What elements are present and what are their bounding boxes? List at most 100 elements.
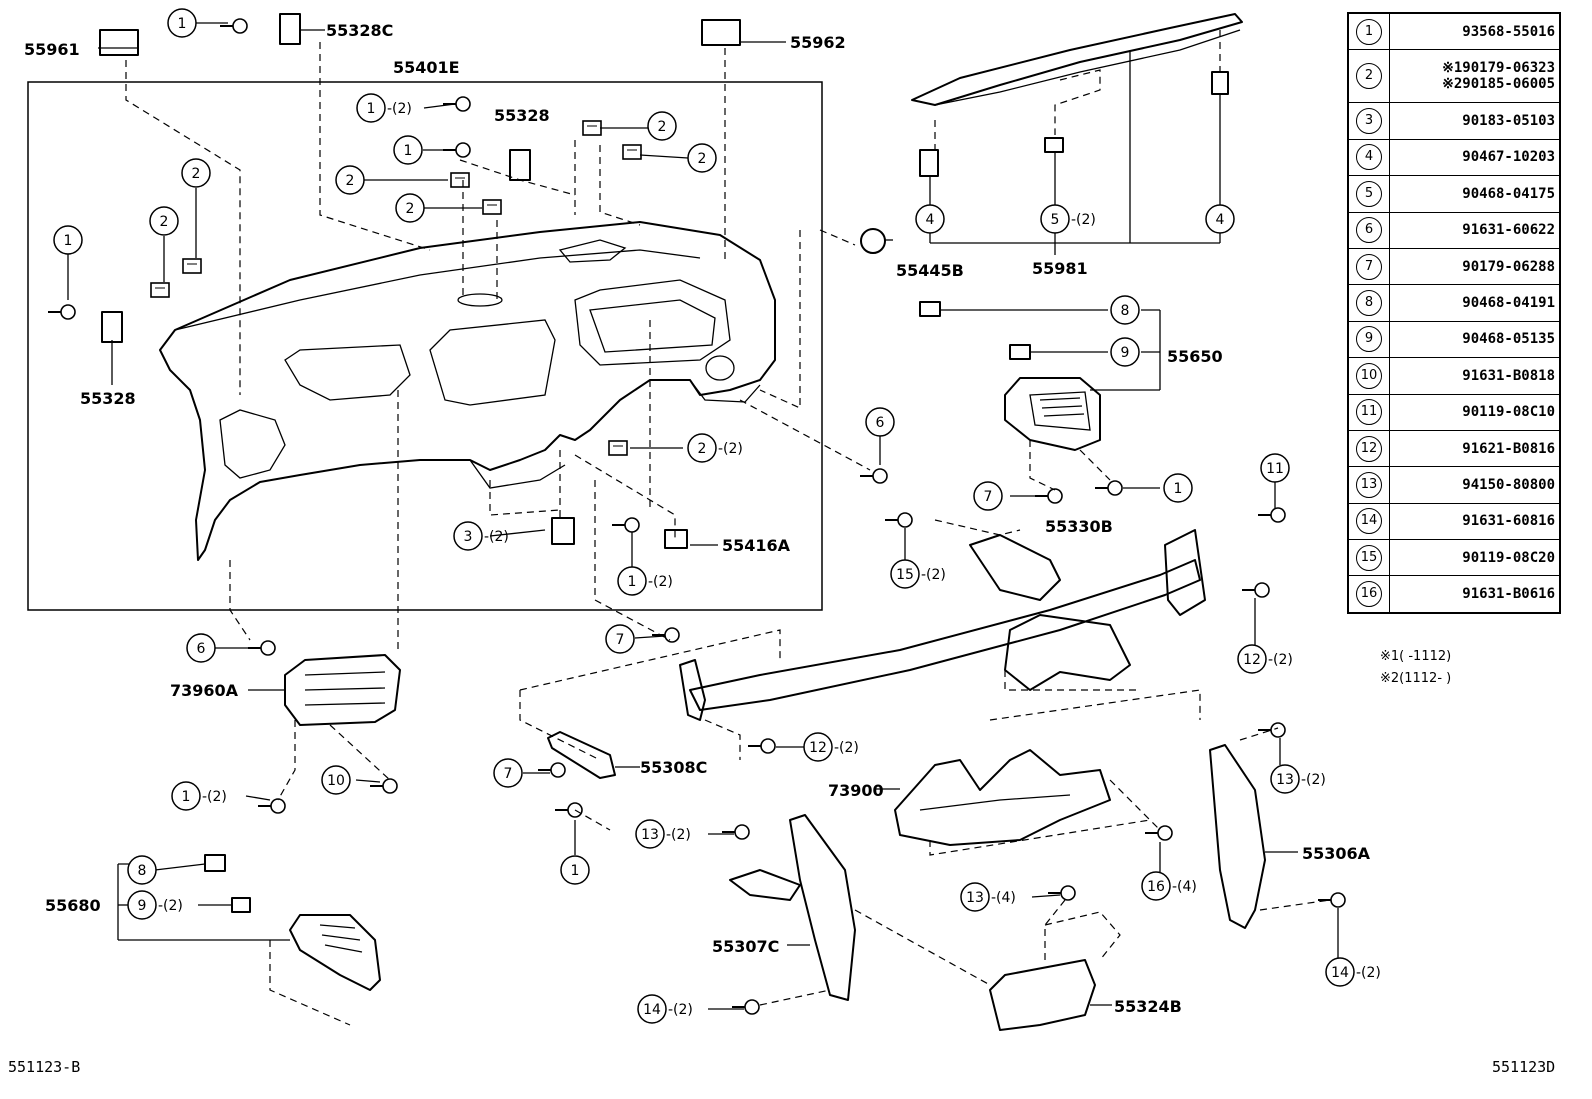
callout-14: 14	[637, 994, 667, 1024]
callout-2: 2	[687, 433, 717, 463]
svg-text:14: 14	[1331, 965, 1349, 981]
legend-part-number: ※190179-06323	[1442, 60, 1555, 77]
label-55328C: 55328C	[326, 21, 393, 40]
callout-qty: -(2)	[158, 898, 183, 914]
legend-row: 2※190179-06323※290185-06005	[1347, 49, 1561, 104]
svg-text:1: 1	[571, 863, 580, 879]
legend-callout-number: 7	[1356, 253, 1382, 280]
callout-7: 7	[973, 481, 1003, 511]
bracket-55307C-arm	[729, 869, 801, 901]
svg-text:2: 2	[658, 119, 667, 135]
brace-55308C	[547, 731, 616, 779]
leader-lines	[67, 22, 1339, 1010]
callouts: 1 1 -(2) 1 2 2 2 2 2 2 1 2 -(2) 3 -(2) 1…	[53, 8, 1381, 1024]
callout-11: 11	[1260, 453, 1290, 483]
svg-text:2: 2	[346, 173, 355, 189]
legend-callout-number: 12	[1356, 435, 1382, 462]
callout-qty: -(2)	[387, 101, 412, 117]
svg-text:1: 1	[182, 789, 191, 805]
legend-part-number: 90183-05103	[1462, 113, 1555, 130]
legend-callout-number: 11	[1356, 399, 1382, 426]
svg-text:13: 13	[966, 890, 984, 906]
legend-callout-number: 15	[1356, 544, 1382, 571]
callout-2: 2	[395, 193, 425, 223]
label-55330B: 55330B	[1045, 517, 1113, 536]
airbag-73960A	[284, 654, 401, 726]
callout-qty: -(2)	[834, 740, 859, 756]
svg-text:13: 13	[641, 827, 659, 843]
label-55308C: 55308C	[640, 758, 707, 777]
callout-8: 8	[1110, 295, 1140, 325]
svg-text:7: 7	[984, 489, 993, 505]
callout-2: 2	[335, 165, 365, 195]
legend-callout-number: 16	[1356, 581, 1382, 608]
legend-callout-number: 3	[1356, 108, 1382, 135]
legend-row: 11 90119-08C10	[1347, 393, 1561, 431]
callout-4: 4	[1205, 204, 1235, 234]
label-55445B: 55445B	[896, 261, 964, 280]
svg-text:15: 15	[896, 567, 914, 583]
label-55962: 55962	[790, 33, 846, 52]
legend-row: 8 90468-04191	[1347, 284, 1561, 322]
svg-text:12: 12	[809, 740, 827, 756]
callout-1: 1	[53, 225, 83, 255]
callout-qty: -(2)	[1268, 652, 1293, 668]
legend-callout-number: 8	[1356, 290, 1382, 317]
svg-text:4: 4	[1216, 212, 1225, 228]
callout-qty: -(2)	[1356, 965, 1381, 981]
legend-row: 3 90183-05103	[1347, 102, 1561, 140]
svg-text:10: 10	[327, 773, 345, 789]
callout-1: 1	[171, 781, 201, 811]
callout-2: 2	[647, 111, 677, 141]
legend-part-number: 90119-08C10	[1462, 404, 1555, 421]
legend-row: 15 90119-08C20	[1347, 539, 1561, 577]
legend-callout-number: 9	[1356, 326, 1382, 353]
label-73900: 73900	[828, 781, 884, 800]
svg-text:8: 8	[138, 863, 147, 879]
callout-2: 2	[181, 158, 211, 188]
note-2: ※2(1112- )	[1380, 671, 1452, 686]
callout-7: 7	[493, 758, 523, 788]
reinforcement-55330B	[679, 529, 1206, 721]
legend-part-number: 90467-10203	[1462, 149, 1555, 166]
notes: ※1( -1112) ※2(1112- )	[1380, 646, 1451, 690]
callout-qty: -(2)	[1301, 772, 1326, 788]
legend-part-number: 91631-B0818	[1462, 367, 1555, 384]
callout-12: 12	[803, 732, 833, 762]
svg-text:6: 6	[876, 415, 885, 431]
svg-text:5: 5	[1051, 212, 1060, 228]
legend-part-number: 90119-08C20	[1462, 549, 1555, 566]
legend-part-number: 94150-80800	[1462, 476, 1555, 493]
svg-text:6: 6	[197, 641, 206, 657]
callout-12: 12	[1237, 644, 1267, 674]
label-55307C: 55307C	[712, 937, 779, 956]
legend-callout-number: 10	[1356, 362, 1382, 389]
callout-qty: -(4)	[991, 890, 1016, 906]
legend-callout-number: 4	[1356, 144, 1382, 171]
svg-text:16: 16	[1147, 879, 1165, 895]
legend-callout-number: 14	[1356, 508, 1382, 535]
assembly-lines	[125, 30, 1331, 1026]
svg-text:14: 14	[643, 1002, 661, 1018]
legend-row: 4 90467-10203	[1347, 138, 1561, 177]
label-55324B: 55324B	[1114, 997, 1182, 1016]
panel-assembly-frame	[27, 81, 823, 611]
callout-9: 9	[127, 890, 157, 920]
callout-13: 13	[1270, 764, 1300, 794]
svg-text:2: 2	[160, 214, 169, 230]
bracket-55324B	[989, 959, 1096, 1031]
legend-part-number: 90468-04191	[1462, 295, 1555, 312]
callout-4: 4	[915, 204, 945, 234]
legend-part-number: 91631-60622	[1462, 222, 1555, 239]
part-number-labels: 55961 55328C 55401E 55962 55328 55328 55…	[24, 21, 1371, 1016]
svg-text:7: 7	[504, 766, 513, 782]
callout-1: 1	[356, 93, 386, 123]
svg-text:1: 1	[1174, 481, 1183, 497]
instrument-panel	[159, 221, 776, 561]
callout-1: 1	[1163, 473, 1193, 503]
label-55401E: 55401E	[393, 58, 460, 77]
svg-text:1: 1	[178, 16, 187, 32]
